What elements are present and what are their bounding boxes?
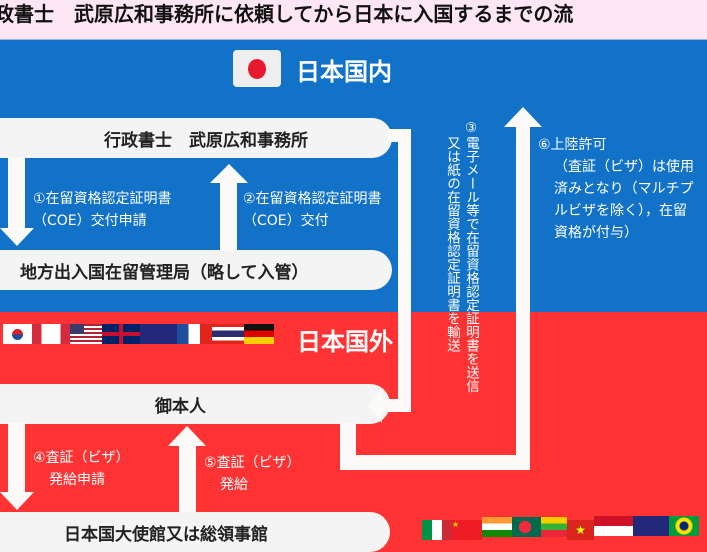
region-label-domestic: 日本国内 [296,58,392,86]
arrow-down-4-head [0,492,34,510]
france-flag-icon [177,324,212,344]
arrow-down-1-head [0,228,34,246]
arrow-up-2 [220,182,237,250]
australia-flag-icon [633,516,669,536]
south-korea-flag-icon [3,324,32,344]
box-immigration: 地方出入国在留管理局（略して入管） [0,250,392,290]
connector-6-head [504,107,542,127]
india-flag-icon [482,517,512,537]
italy-flag-icon [422,520,452,540]
canada-flag-icon [32,324,70,344]
connector-3-bottom [380,399,411,412]
flags-bottom: ★ ★ [422,516,699,540]
connector-6-up [516,126,530,470]
connector-3-head [368,389,382,423]
indonesia-flag-icon [594,516,633,536]
step-6-label: ⑥上陸許可 （査証（ビザ）は使用済みとなり（マルチプルビザを除く），在留資格が付… [538,137,694,241]
arrow-down-4 [8,423,25,493]
arrow-up-5-head [168,426,206,446]
china-flag-icon: ★ [452,520,482,540]
bangladesh-flag-icon [512,517,541,537]
box-applicant: 御本人 [0,384,390,424]
step-1-label: ①在留資格認定証明書（COE）交付申請 [33,191,172,229]
box-embassy: 日本国大使館又は総領事館 [0,512,390,552]
germany-flag-icon [244,324,274,344]
connector-3-vertical [398,129,411,412]
australia-flag-icon [140,324,177,344]
uk-flag-icon [102,324,140,344]
title-band: 政書士 武原広和事務所に依頼してから日本に入国するまでの流 [0,0,707,40]
box-office: 行政書士 武原広和事務所 [0,118,392,158]
step-3-label-sub: 又は紙の在留資格認定証明書を輸送 [444,136,460,352]
step-3-label-main: ③電子メール等で在留資格認定証明書を送信 [463,120,479,393]
step-2-label: ②在留資格認定証明書（COE）交付 [243,191,382,229]
region-label-overseas: 日本国外 [297,328,393,356]
page-title: 政書士 武原広和事務所に依頼してから日本に入国するまでの流 [0,2,574,26]
step-5-label: ⑤査証（ビザ）発給 [204,455,301,493]
arrow-down-1 [8,158,25,230]
japan-flag-icon [233,50,281,87]
step-4-label: ④査証（ビザ）発給申請 [33,450,130,488]
usa-flag-icon [70,324,102,344]
arrow-up-5 [179,445,196,512]
myanmar-flag-icon [541,517,567,537]
brazil-flag-icon [669,516,699,536]
thailand-flag-icon [212,324,244,344]
flags-top [3,324,274,344]
vietnam-flag-icon: ★ [567,520,594,540]
connector-6-horizontal [340,455,530,470]
applicant-label: 御本人 [155,396,206,417]
arrow-up-2-head [210,164,248,183]
